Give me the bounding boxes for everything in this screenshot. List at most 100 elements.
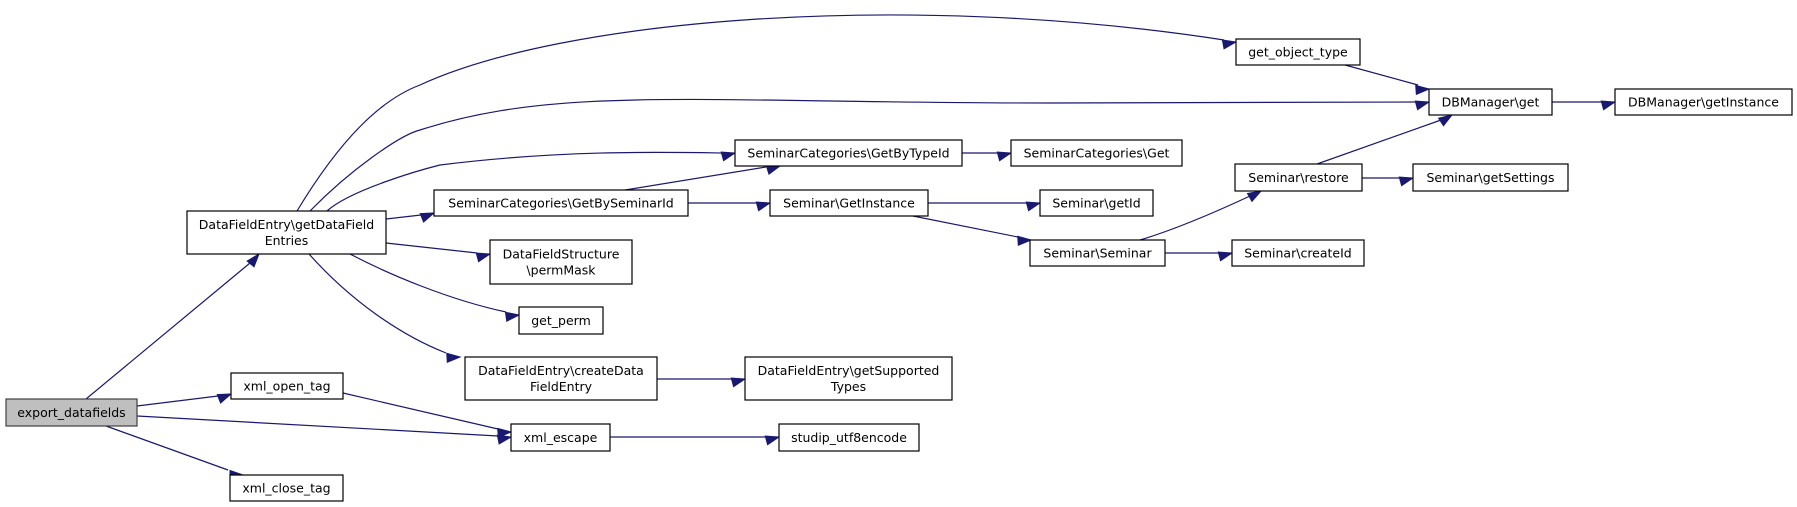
edge-GetByTypeId-to-SeminarCategories_Get — [962, 151, 1013, 162]
node-label: studip_utf8encode — [791, 430, 907, 445]
node-box[interactable] — [518, 306, 604, 335]
edge-Seminar_restore-to-DBManager_get — [1316, 114, 1454, 165]
node-box[interactable] — [1412, 163, 1569, 192]
node-box[interactable] — [1235, 38, 1361, 66]
node-box[interactable] — [1029, 239, 1166, 267]
node-export-datafields[interactable]: export_datafields — [5, 398, 138, 427]
node-label: DataFieldEntry\getDataField — [199, 217, 374, 232]
arrowhead-icon — [497, 427, 513, 439]
node-box[interactable] — [1234, 163, 1363, 192]
edge-getDataFieldEntries-to-GetBySeminarId — [385, 212, 436, 223]
node-box[interactable] — [489, 239, 633, 285]
node-xml-escape[interactable]: xml_escape — [510, 423, 611, 452]
edge-export_datafields-to-xml_open_tag — [136, 393, 233, 407]
arrowhead-icon — [475, 252, 492, 263]
node-xml-open-tag[interactable]: xml_open_tag — [230, 372, 344, 400]
edge-line — [1344, 64, 1419, 86]
arrowhead-icon — [1221, 39, 1238, 50]
edge-export_datafields-to-xml_escape — [136, 415, 513, 445]
node-label: DataFieldStructure — [503, 247, 620, 262]
edge-line — [385, 242, 478, 254]
node-label: SeminarCategories\GetBySeminarId — [448, 196, 673, 211]
edge-DBManager_get-to-DBManager_getInstance — [1552, 100, 1617, 111]
node-seminar-createid[interactable]: Seminar\createId — [1231, 239, 1365, 267]
arrowhead-icon — [996, 151, 1013, 162]
arrowhead-icon — [1600, 100, 1617, 111]
node-box[interactable] — [1231, 239, 1365, 267]
node-label: SeminarCategories\GetByTypeId — [747, 146, 949, 161]
node-box[interactable] — [1010, 139, 1183, 167]
node-box[interactable] — [186, 210, 387, 255]
edge-Seminar_GetInstance-to-Seminar_getId — [928, 201, 1042, 212]
node-getbytypeid[interactable]: SeminarCategories\GetByTypeId — [734, 139, 963, 167]
node-label: Entries — [265, 233, 309, 248]
node-get-object-type[interactable]: get_object_type — [1235, 38, 1361, 66]
edge-line — [1139, 195, 1251, 241]
node-get-perm[interactable]: get_perm — [518, 306, 604, 335]
node-label: \permMask — [526, 263, 596, 278]
node-box[interactable] — [769, 189, 929, 217]
node-label: Types — [830, 379, 866, 394]
edge-line — [136, 395, 219, 407]
node-xml-close-tag[interactable]: xml_close_tag — [229, 474, 344, 502]
edge-Seminar_restore-to-Seminar_getSettings — [1362, 176, 1415, 187]
edge-GetBySeminarId-to-Seminar_GetInstance — [688, 201, 772, 212]
node-seminar-restore[interactable]: Seminar\restore — [1234, 163, 1363, 192]
arrowhead-icon — [730, 377, 747, 388]
node-label: xml_escape — [524, 430, 598, 445]
node-label: export_datafields — [17, 405, 125, 420]
node-label: xml_open_tag — [243, 379, 330, 394]
node-label: get_object_type — [1248, 45, 1348, 60]
edge-export_datafields-to-getDataFieldEntries — [85, 252, 260, 400]
node-label: DataFieldEntry\getSupported — [758, 363, 940, 378]
edge-Seminar_Seminar-to-Seminar_createId — [1165, 251, 1234, 262]
node-seminar-getid[interactable]: Seminar\getId — [1039, 189, 1154, 217]
edge-line — [349, 253, 507, 313]
node-box[interactable] — [230, 372, 344, 400]
nodes-layer: export_datafields DataFieldEntry\getDataF… — [5, 38, 1793, 502]
node-box[interactable] — [744, 356, 953, 401]
arrowhead-icon — [496, 434, 513, 445]
node-label: DBManager\getInstance — [1628, 95, 1779, 110]
node-studip-utf8encode[interactable]: studip_utf8encode — [778, 423, 920, 452]
edge-line — [136, 415, 499, 437]
edge-getDataFieldEntries-to-get_perm — [349, 253, 521, 322]
arrowhead-icon — [1217, 251, 1234, 262]
node-seminar-getsettings[interactable]: Seminar\getSettings — [1412, 163, 1569, 192]
node-box[interactable] — [1428, 88, 1553, 116]
node-box[interactable] — [5, 398, 138, 427]
node-seminar-getinstance[interactable]: Seminar\GetInstance — [769, 189, 929, 217]
arrowhead-icon — [1025, 201, 1042, 212]
node-box[interactable] — [1039, 189, 1154, 217]
edge-GetBySeminarId-to-GetByTypeId — [624, 165, 782, 191]
arrowhead-icon — [1246, 190, 1263, 203]
edge-line — [624, 166, 767, 191]
edge-line — [296, 14, 1225, 212]
arrowhead-icon — [216, 393, 233, 404]
node-seminar-seminar[interactable]: Seminar\Seminar — [1029, 239, 1166, 267]
node-box[interactable] — [464, 356, 658, 401]
node-box[interactable] — [229, 474, 344, 502]
edge-line — [342, 392, 499, 430]
node-seminarcategories-get[interactable]: SeminarCategories\Get — [1010, 139, 1183, 167]
node-box[interactable] — [778, 423, 920, 452]
arrowhead-icon — [246, 252, 260, 268]
node-dbmanager-get[interactable]: DBManager\get — [1428, 88, 1553, 116]
node-getbyseminarid[interactable]: SeminarCategories\GetBySeminarId — [433, 189, 689, 217]
node-box[interactable] — [433, 189, 689, 217]
node-box[interactable] — [1614, 88, 1793, 116]
edge-export_datafields-to-xml_close_tag — [105, 425, 245, 481]
edge-line — [326, 151, 723, 212]
edge-createDataFieldEntry-to-getSupportedTypes — [657, 377, 747, 388]
node-dbmanager-getinstance[interactable]: DBManager\getInstance — [1614, 88, 1793, 116]
edge-line — [385, 214, 422, 220]
node-box[interactable] — [510, 423, 611, 452]
arrowhead-icon — [765, 165, 782, 175]
node-box[interactable] — [734, 139, 963, 167]
node-permmask[interactable]: DataFieldStructure\permMask — [489, 239, 633, 285]
node-label: SeminarCategories\Get — [1024, 146, 1170, 161]
